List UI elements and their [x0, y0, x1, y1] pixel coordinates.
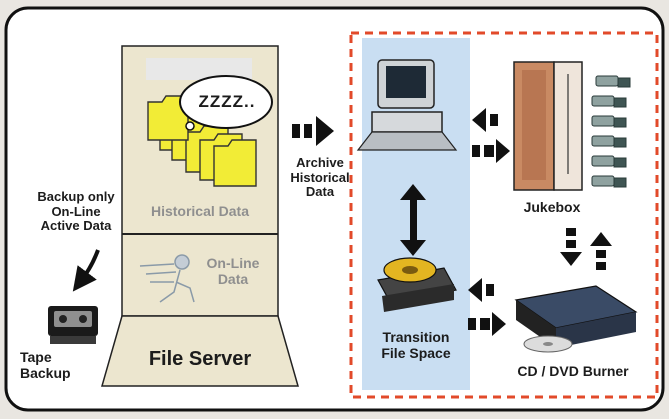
- jukebox-icon: [513, 61, 583, 191]
- online-data-line-1: On-Line: [206, 255, 260, 271]
- historical-data-label: Historical Data: [150, 203, 250, 219]
- file-server-top-bar: [146, 58, 252, 80]
- burner-to-drive-arrow: [468, 278, 494, 302]
- computer-icon: [356, 59, 458, 151]
- disc-stack-icon: [591, 75, 631, 188]
- running-figure-icon: [139, 254, 195, 303]
- tape-backup-line-1: Tape: [20, 349, 52, 365]
- sleep-cloud-icon: [179, 75, 273, 131]
- jukebox-to-burner-arrow: [560, 228, 582, 266]
- archive-label-line-1: Archive: [296, 155, 344, 170]
- backup-note-line-2: On-Line: [51, 203, 101, 219]
- tape-backup-label: Tape Backup: [20, 349, 80, 381]
- transition-label-line-1: Transition: [382, 329, 450, 345]
- transition-label-line-2: File Space: [381, 344, 451, 361]
- hard-drive-icon: [377, 257, 457, 312]
- sleep-cloud-text: ZZZZ..: [198, 92, 256, 111]
- archive-label-line-2: Historical: [290, 169, 350, 185]
- online-data-label: On-Line Data: [198, 255, 268, 287]
- archive-label: Archive Historical Data: [282, 155, 358, 200]
- transfer-double-arrow: [400, 184, 426, 256]
- file-server-base: [101, 315, 299, 387]
- computer-to-jukebox-arrow: [472, 139, 510, 163]
- jukebox-label: Jukebox: [523, 199, 581, 215]
- backup-arrow: [72, 249, 100, 292]
- transition-label: Transition File Space: [362, 329, 470, 361]
- backup-note: Backup only On-Line Active Data: [26, 189, 126, 234]
- burner-to-jukebox-arrow: [590, 232, 612, 270]
- tape-backup-line-2: Backup: [20, 364, 71, 381]
- burner-label: CD / DVD Burner: [517, 363, 629, 379]
- drive-to-burner-arrow: [468, 312, 506, 336]
- file-server-label: File Server: [148, 348, 252, 370]
- tape-cartridge-icon: [48, 306, 98, 344]
- backup-note-line-3: Active Data: [40, 218, 112, 234]
- cd-dvd-burner-icon: [514, 285, 638, 353]
- jukebox-to-computer-arrow: [472, 108, 498, 132]
- backup-note-line-1: Backup only: [37, 189, 115, 204]
- online-data-line-2: Data: [217, 270, 249, 287]
- archive-label-line-3: Data: [305, 184, 335, 200]
- archive-arrow: [292, 116, 334, 146]
